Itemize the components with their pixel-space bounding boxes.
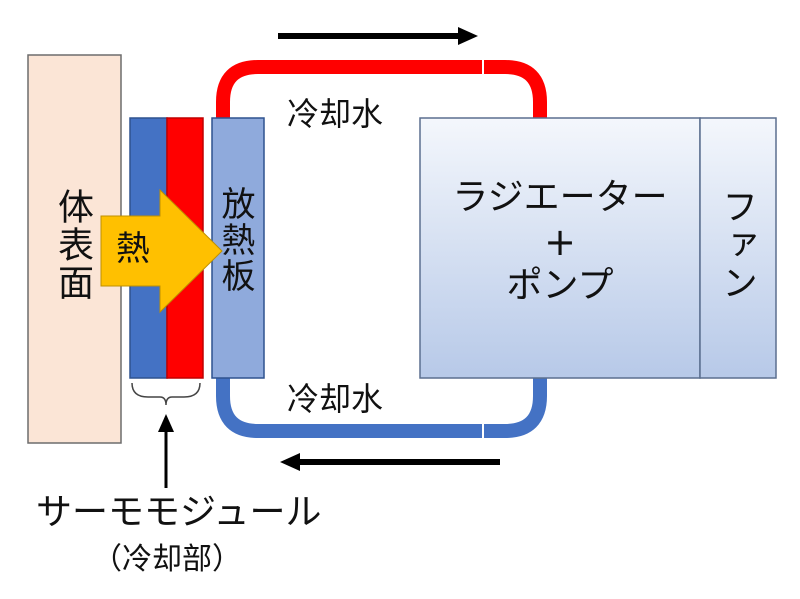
radiator-label-group: ラジエーター + ポンプ: [420, 176, 700, 308]
thermo-module-brace: [131, 382, 201, 406]
module-pointer-arrow: [158, 414, 174, 488]
coolant-bottom-label: 冷却水: [287, 380, 384, 418]
fan-label: ファン: [716, 188, 757, 302]
heat-arrow-shape: [100, 188, 223, 314]
heat-label: 熱: [116, 229, 150, 269]
coolant-pipe-bottom: [216, 376, 547, 438]
flow-arrow-left: [280, 453, 500, 471]
radiator-label-line3: ポンプ: [506, 265, 614, 306]
coolant-top-label: 冷却水: [287, 95, 384, 133]
radiator-label-line1: ラジエーター: [452, 177, 668, 218]
heatsink-label: 放熱板: [215, 186, 255, 294]
thermo-module-sublabel: （冷却部）: [92, 542, 242, 577]
flow-arrow-right: [278, 27, 478, 45]
body-surface-label: 体表面: [52, 188, 93, 302]
radiator-pump-box: [419, 117, 701, 379]
thermo-module-label: サーモモジュール: [36, 492, 322, 533]
radiator-label-plus: +: [544, 220, 576, 264]
coolant-pipe-top: [216, 60, 547, 122]
fan-box: [699, 117, 777, 379]
